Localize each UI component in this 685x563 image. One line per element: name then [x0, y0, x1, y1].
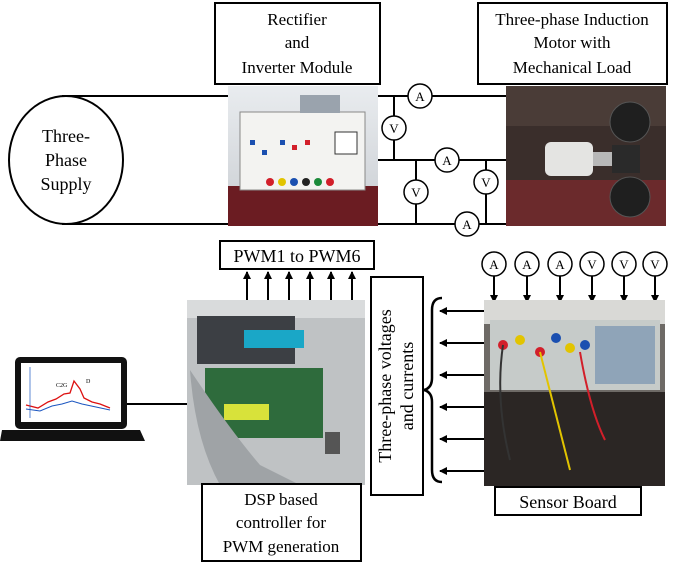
screen-label-d: D	[86, 379, 91, 385]
sensor-board-photo	[484, 300, 665, 486]
svg-text:A: A	[522, 257, 532, 272]
supply-label-line1: Three-	[42, 126, 90, 146]
sensor-meter-a-blue: A	[547, 251, 573, 303]
sensor-meter-v-yellow: V	[611, 251, 637, 303]
meter-v-red: V	[381, 115, 407, 141]
motor-label-line2: Motor with	[534, 33, 611, 52]
pwm-arrows	[243, 271, 356, 300]
meter-v-blue: V	[473, 169, 499, 195]
svg-text:V: V	[619, 257, 629, 272]
sensor-label: Sensor Board	[519, 492, 617, 512]
sensor-arrows	[439, 307, 484, 475]
svg-text:A: A	[489, 257, 499, 272]
signal-brace	[423, 296, 443, 484]
sensor-meter-a-red: A	[481, 251, 507, 303]
meter-v-yellow: V	[403, 179, 429, 205]
screen-label-c2g: C2G	[56, 383, 68, 389]
svg-text:V: V	[411, 185, 421, 200]
supply-label-line2: Phase	[45, 150, 87, 170]
laptop-icon: C2G D	[0, 357, 145, 441]
sensor-meter-v-blue: V	[642, 251, 668, 303]
rectifier-label-line1: Rectifier	[267, 10, 327, 29]
three-phase-supply: Three- Phase Supply	[8, 95, 228, 225]
pwm-label-box: PWM1 to PWM6	[219, 240, 375, 270]
voltages-currents-line2: and currents	[397, 342, 417, 430]
sensor-label-box: Sensor Board	[494, 486, 642, 516]
dsp-label-line2: controller for	[236, 513, 326, 532]
rectifier-module-photo	[228, 86, 378, 226]
meter-a-yellow: A	[434, 147, 460, 173]
svg-text:A: A	[415, 89, 425, 104]
svg-text:A: A	[555, 257, 565, 272]
sensor-meter-a-yellow: A	[514, 251, 540, 303]
meter-a-blue: A	[454, 211, 480, 237]
rectifier-label-box: Rectifier and Inverter Module	[214, 2, 381, 85]
motor-photo	[506, 86, 666, 226]
rectifier-label-line3: Inverter Module	[242, 58, 353, 77]
dsp-label-box: DSP based controller for PWM generation	[201, 483, 362, 562]
voltages-currents-label-box: Three-phase voltages and currents	[370, 276, 424, 496]
motor-label-line3: Mechanical Load	[513, 58, 632, 77]
svg-text:V: V	[650, 257, 660, 272]
dsp-controller-photo	[187, 300, 365, 485]
pwm-label: PWM1 to PWM6	[233, 246, 360, 266]
rectifier-label-line2: and	[285, 33, 310, 52]
supply-label-line3: Supply	[40, 174, 91, 194]
svg-text:V: V	[587, 257, 597, 272]
dsp-label-line1: DSP based	[244, 490, 318, 509]
svg-text:A: A	[462, 217, 472, 232]
dsp-label-line3: PWM generation	[223, 537, 340, 556]
motor-label-line1: Three-phase Induction	[495, 10, 649, 29]
voltages-currents-line1: Three-phase voltages	[375, 309, 395, 462]
motor-label-box: Three-phase Induction Motor with Mechani…	[477, 2, 668, 85]
svg-text:A: A	[442, 153, 452, 168]
sensor-meter-v-red: V	[579, 251, 605, 303]
meter-a-red-top: A	[407, 83, 433, 109]
svg-text:V: V	[481, 175, 491, 190]
svg-text:V: V	[389, 121, 399, 136]
